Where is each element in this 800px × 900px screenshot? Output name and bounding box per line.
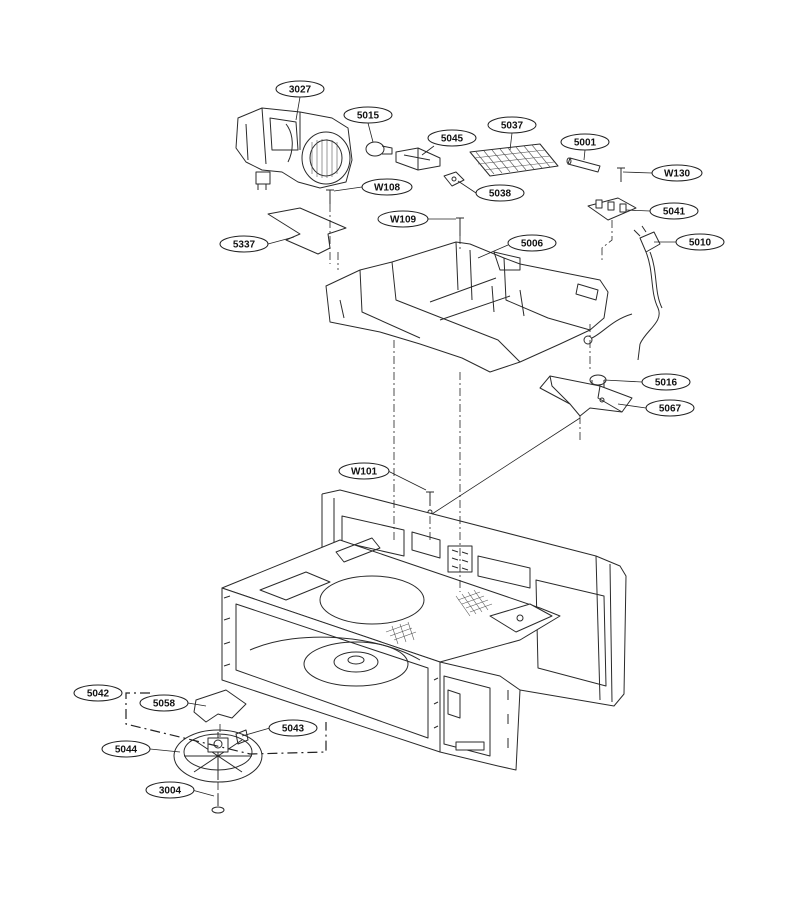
callout-5016-label: 5016 xyxy=(655,378,678,389)
callout-5058-label: 5058 xyxy=(153,699,176,710)
callout-w101: W101 xyxy=(338,462,390,480)
callout-5038-label: 5038 xyxy=(489,189,512,200)
callout-5038: 5038 xyxy=(475,184,525,202)
blower-motor-part xyxy=(235,107,353,190)
callout-5006: 5006 xyxy=(507,234,557,252)
callout-w108-label: W108 xyxy=(374,183,401,194)
callout-5001-label: 5001 xyxy=(574,138,597,149)
callout-5067: 5067 xyxy=(645,399,695,417)
callout-3004: 3004 xyxy=(145,781,195,799)
callout-5015-label: 5015 xyxy=(357,111,380,122)
callout-5015: 5015 xyxy=(343,106,393,124)
insulation-sheet-part xyxy=(267,207,347,255)
charcoal-filter-part xyxy=(469,143,559,177)
callout-5010-label: 5010 xyxy=(689,238,712,249)
assembly-lines xyxy=(217,204,613,794)
callout-5010: 5010 xyxy=(675,233,725,251)
screw-w109-part xyxy=(456,217,464,236)
callout-w130: W130 xyxy=(651,164,703,182)
callout-5037-label: 5037 xyxy=(501,121,524,132)
lamp-part xyxy=(365,141,393,157)
callout-5001: 5001 xyxy=(560,133,610,151)
callout-w101-label: W101 xyxy=(351,467,378,478)
callout-5042: 5042 xyxy=(73,684,123,702)
callout-3004-label: 3004 xyxy=(159,786,182,797)
callout-5058: 5058 xyxy=(139,694,189,712)
switch-part xyxy=(443,171,465,187)
callout-w108: W108 xyxy=(361,178,413,196)
callout-5041: 5041 xyxy=(649,202,699,220)
callout-5045-label: 5045 xyxy=(441,134,464,145)
power-cord-part xyxy=(583,225,663,361)
lamp-holder-part xyxy=(395,147,441,171)
fuse-part xyxy=(566,157,601,173)
callout-5041-label: 5041 xyxy=(663,207,686,218)
screw-w130-part xyxy=(617,167,625,182)
leader-lines xyxy=(149,96,676,797)
callout-5337-label: 5337 xyxy=(233,240,256,251)
thermostat-bracket-part xyxy=(539,375,633,417)
coupler-part xyxy=(193,689,247,723)
callout-w130-label: W130 xyxy=(664,169,691,180)
callout-5006-label: 5006 xyxy=(521,239,544,250)
oven-cavity-part xyxy=(221,489,627,771)
callout-5044-label: 5044 xyxy=(115,745,138,756)
turntable-assembly-bracket xyxy=(125,692,327,755)
screw-w101-part xyxy=(426,491,434,515)
callout-5042-label: 5042 xyxy=(87,689,110,700)
callout-w109-label: W109 xyxy=(390,215,417,226)
callout-5044: 5044 xyxy=(101,740,151,758)
base-plate-part xyxy=(325,241,609,373)
callout-5045: 5045 xyxy=(427,129,477,147)
callout-5067-label: 5067 xyxy=(659,404,682,415)
callout-5016: 5016 xyxy=(641,373,691,391)
callout-3027: 3027 xyxy=(275,80,325,98)
turntable-mount-part xyxy=(173,729,263,783)
callout-5337: 5337 xyxy=(219,235,269,253)
callout-w109: W109 xyxy=(377,210,429,228)
callout-3027-label: 3027 xyxy=(289,85,312,96)
callout-5043-label: 5043 xyxy=(282,724,305,735)
foot-part xyxy=(211,794,225,814)
terminal-block-part xyxy=(587,197,637,221)
callout-5037: 5037 xyxy=(487,116,537,134)
screw-w108-part xyxy=(326,189,334,204)
shaft-part xyxy=(235,729,249,745)
callout-5043: 5043 xyxy=(268,719,318,737)
